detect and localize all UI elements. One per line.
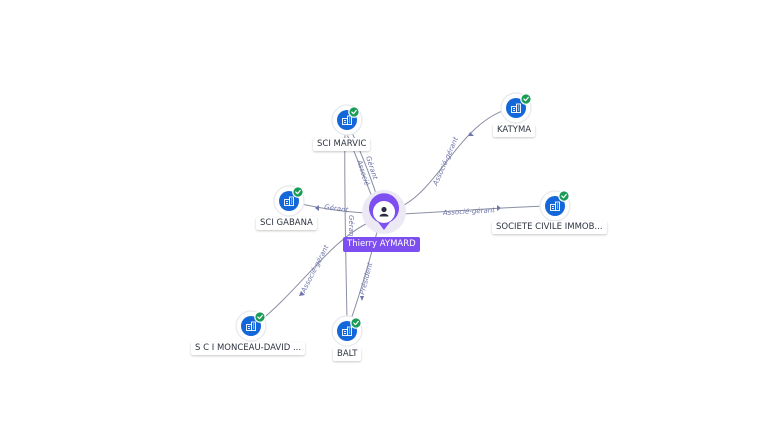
arrow-icon	[497, 205, 501, 211]
verified-check-icon	[520, 93, 532, 105]
person-node[interactable]	[362, 190, 406, 234]
company-node-gabana[interactable]	[273, 185, 305, 217]
edge-arrows	[299, 132, 501, 301]
company-label-marvic[interactable]: SCI MARVIC	[313, 138, 371, 151]
company-node-balt[interactable]	[331, 315, 363, 347]
edge-monceau	[254, 221, 371, 326]
arrow-icon	[360, 296, 364, 301]
company-label-balt[interactable]: BALT	[333, 348, 362, 361]
person-label[interactable]: Thierry AYMARD	[343, 237, 420, 252]
company-node-societe[interactable]	[539, 190, 571, 222]
verified-check-icon	[350, 317, 362, 329]
company-label-monceau[interactable]: S C I MONCEAU-DAVID ...	[191, 342, 306, 355]
edge-label-monceau: Associé-gérant	[299, 244, 330, 295]
arrow-icon	[315, 205, 319, 211]
verified-check-icon	[348, 106, 360, 118]
company-label-gabana[interactable]: SCI GABANA	[256, 217, 317, 230]
edge-label-balt-gerant: Gérant	[347, 215, 355, 239]
verified-check-icon	[558, 190, 570, 202]
edge-katyma	[397, 107, 513, 209]
edge-label-balt-president: Président	[358, 261, 374, 295]
edge-label-katyma: Associé-gérant	[431, 136, 460, 188]
verified-check-icon	[292, 186, 304, 198]
person-icon	[379, 206, 389, 217]
company-label-katyma[interactable]: KATYMA	[493, 124, 536, 137]
company-node-marvic[interactable]	[331, 104, 363, 136]
company-node-monceau[interactable]	[235, 310, 267, 342]
verified-check-icon	[254, 311, 266, 323]
edge-balt-gerant	[344, 129, 348, 323]
company-label-societe[interactable]: SOCIETE CIVILE IMMOB...	[492, 221, 607, 234]
arrow-icon	[468, 132, 474, 136]
edge-societe	[401, 205, 551, 215]
company-node-katyma[interactable]	[500, 92, 532, 124]
edge-label-gabana: Gérant	[324, 203, 349, 214]
arrow-icon	[299, 291, 305, 296]
edge-label-societe: Associé-gérant	[442, 206, 496, 217]
